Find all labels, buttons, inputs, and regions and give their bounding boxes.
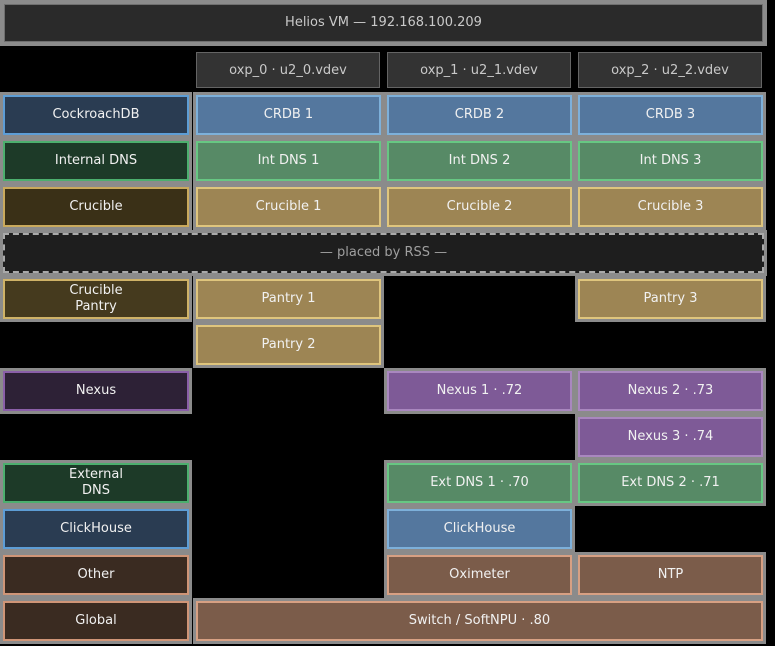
cell-crucible-1: Crucible 1 bbox=[193, 184, 384, 230]
cell-int-dns-3: Int DNS 3 bbox=[575, 138, 766, 184]
cell-oximeter: Oximeter bbox=[384, 552, 575, 598]
cell-ext-dns-1: Ext DNS 1 · .70 bbox=[384, 460, 575, 506]
cell-nexus-1: Nexus 1 · .72 bbox=[384, 368, 575, 414]
row-label-cockroachdb: CockroachDB bbox=[0, 92, 192, 138]
cell-pantry-1: Pantry 1 bbox=[193, 276, 384, 322]
cell-crdb-2: CRDB 2 bbox=[384, 92, 575, 138]
cell-nexus-2: Nexus 2 · .73 bbox=[575, 368, 766, 414]
column-header-oxp0: oxp_0 · u2_0.vdev bbox=[196, 52, 380, 88]
row-label-clickhouse: ClickHouse bbox=[0, 506, 192, 552]
cell-pantry-2: Pantry 2 bbox=[193, 322, 384, 368]
cell-pantry-3: Pantry 3 bbox=[575, 276, 766, 322]
row-label-other: Other bbox=[0, 552, 192, 598]
vm-title-banner: Helios VM — 192.168.100.209 bbox=[0, 0, 767, 46]
rss-placement-banner: — placed by RSS — bbox=[0, 230, 767, 276]
row-label-crucible: Crucible bbox=[0, 184, 192, 230]
cell-crdb-3: CRDB 3 bbox=[575, 92, 766, 138]
cell-int-dns-2: Int DNS 2 bbox=[384, 138, 575, 184]
row-label-external-dns: External DNS bbox=[0, 460, 192, 506]
cell-crdb-1: CRDB 1 bbox=[193, 92, 384, 138]
cell-ntp: NTP bbox=[575, 552, 766, 598]
cell-switch-softnpu: Switch / SoftNPU · .80 bbox=[193, 598, 766, 644]
cell-nexus-3: Nexus 3 · .74 bbox=[575, 414, 766, 460]
column-header-oxp1: oxp_1 · u2_1.vdev bbox=[387, 52, 571, 88]
vm-title: Helios VM — 192.168.100.209 bbox=[4, 4, 763, 42]
cell-clickhouse: ClickHouse bbox=[384, 506, 575, 552]
row-label-crucible-pantry: Crucible Pantry bbox=[0, 276, 192, 322]
column-header-oxp2: oxp_2 · u2_2.vdev bbox=[578, 52, 762, 88]
cell-crucible-3: Crucible 3 bbox=[575, 184, 766, 230]
cell-crucible-2: Crucible 2 bbox=[384, 184, 575, 230]
cell-ext-dns-2: Ext DNS 2 · .71 bbox=[575, 460, 766, 506]
row-label-nexus: Nexus bbox=[0, 368, 192, 414]
row-label-global: Global bbox=[0, 598, 192, 644]
cell-int-dns-1: Int DNS 1 bbox=[193, 138, 384, 184]
row-label-internal-dns: Internal DNS bbox=[0, 138, 192, 184]
